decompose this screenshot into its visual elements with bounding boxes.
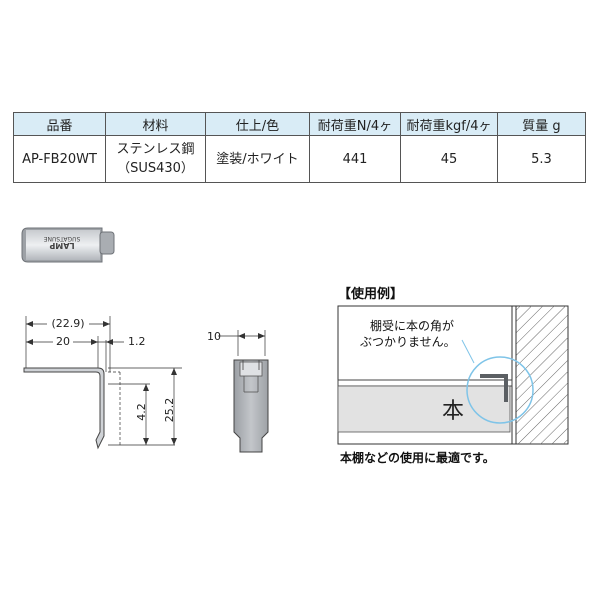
cell-load-n: 441 [309, 135, 401, 183]
usage-title: 【使用例】 [338, 286, 403, 302]
wall-illustration [516, 306, 568, 444]
shelf-board [337, 379, 513, 387]
usage-example: 【使用例】 本 棚受に本の角が ぶつかりません。 本棚などの使用に最適です。 [337, 286, 569, 465]
cell-material: ステンレス鋼 （SUS430） [105, 135, 206, 183]
table-row: AP-FB20WT ステンレス鋼 （SUS430） 塗装/ホワイト 441 45… [13, 135, 586, 183]
material-line2: （SUS430） [117, 161, 194, 176]
dim-hook-height: 4.2 [135, 403, 148, 421]
product-photo: SUGATSUNE LAMP [21, 227, 115, 263]
front-view-drawing: 10 [207, 330, 269, 453]
bracket-illustration [480, 374, 508, 402]
callout-line1: 棚受に本の角が [370, 318, 454, 333]
magnifier-circle [466, 356, 534, 424]
side-view-drawing: (22.9) 20 1.2 4.2 25.2 [23, 316, 182, 450]
dim-width: 20 [56, 335, 70, 348]
dim-height: 25.2 [163, 398, 176, 423]
product-marking-line2: LAMP [49, 241, 74, 250]
header-load-n: 耐荷重N/4ヶ [309, 112, 401, 136]
table-header-row: 品番 材料 仕上/色 耐荷重N/4ヶ 耐荷重kgf/4ヶ 質量 g [13, 112, 586, 136]
header-part-no: 品番 [13, 112, 106, 136]
cell-part-no: AP-FB20WT [13, 135, 106, 183]
product-marking-line1: SUGATSUNE [43, 235, 80, 242]
book-label: 本 [442, 399, 464, 424]
usage-caption: 本棚などの使用に最適です。 [340, 450, 495, 465]
dim-thickness: 1.2 [128, 335, 146, 348]
material-line1: ステンレス鋼 [116, 142, 195, 157]
cell-mass: 5.3 [497, 135, 586, 183]
callout-line2: ぶつかりません。 [360, 335, 456, 349]
dim-overall-width: (22.9) [51, 317, 84, 330]
dim-depth: 10 [207, 330, 221, 343]
book-illustration [337, 385, 511, 433]
header-load-kgf: 耐荷重kgf/4ヶ [400, 112, 498, 136]
cell-load-kgf: 45 [400, 135, 498, 183]
spec-table: 品番 材料 仕上/色 耐荷重N/4ヶ 耐荷重kgf/4ヶ 質量 g AP-FB2… [13, 112, 586, 183]
